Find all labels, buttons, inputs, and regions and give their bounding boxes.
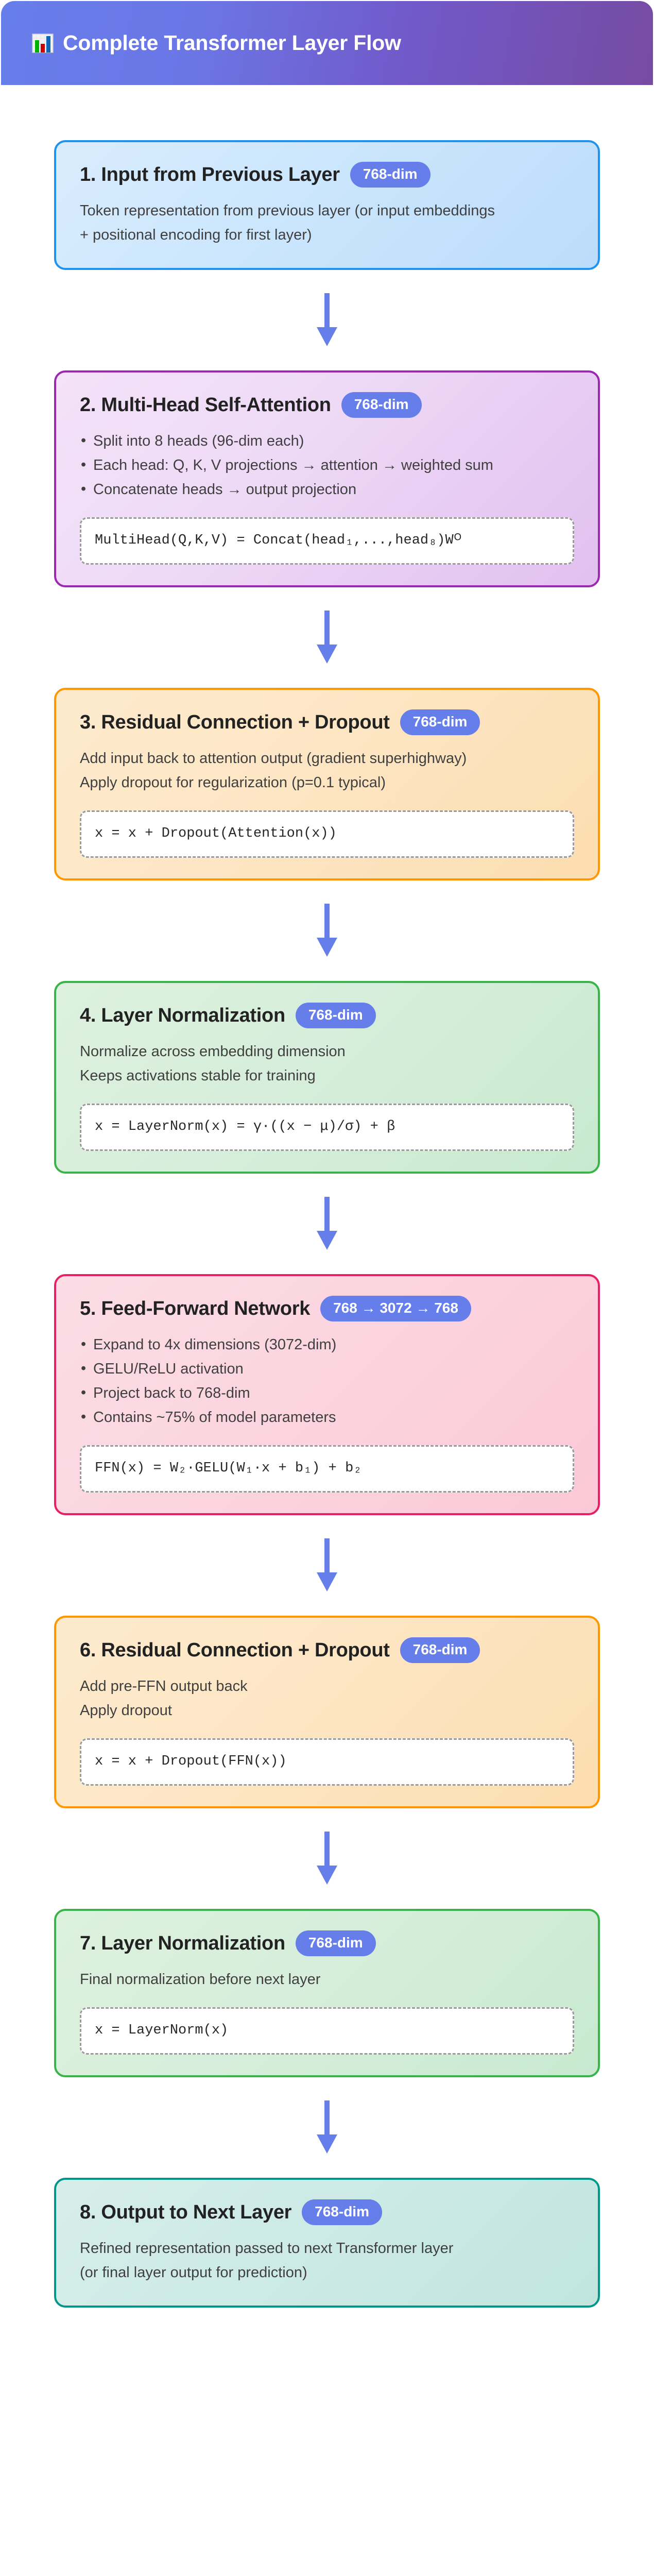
description-line: Normalize across embedding dimension [80,1043,346,1060]
formula-box: MultiHead(Q,K,V) = Concat(head₁,...,head… [80,517,574,565]
card-header: 1. Input from Previous Layer 768-dim [80,162,574,188]
dimension-badge: 768-dim [341,392,422,418]
down-arrow-icon [317,1831,337,1885]
formula-box: x = x + Dropout(Attention(x)) [80,810,574,858]
card-title: 3. Residual Connection + Dropout [80,711,390,733]
down-arrow-icon [317,611,337,664]
card-description: Final normalization before next layer [80,1968,574,1992]
bullet-item: Each head: Q, K, V projections → attenti… [80,453,574,478]
down-arrow-icon [317,293,337,347]
dimension-badge: 768-dim [302,2199,382,2225]
dimension-badge: 768-dim [400,709,480,736]
bullet-item: GELU/ReLU activation [80,1357,574,1381]
formula-box: x = LayerNorm(x) [80,2007,574,2055]
formula-box: x = LayerNorm(x) = γ·((x − μ)/σ) + β [80,1104,574,1151]
card-title: 6. Residual Connection + Dropout [80,1639,390,1661]
down-arrow-icon [317,903,337,957]
flow-step-card: 5. Feed-Forward Network 768 → 3072 → 768E… [54,1274,600,1515]
card-description: Token representation from previous layer… [80,199,574,247]
down-arrow-icon [317,1196,337,1250]
description-line: Add pre-FFN output back [80,1678,248,1694]
card-header: 4. Layer Normalization 768-dim [80,1002,574,1029]
dimension-badge: 768 → 3072 → 768 [320,1295,471,1322]
bullet-item: Split into 8 heads (96-dim each) [80,429,574,453]
formula-box: x = x + Dropout(FFN(x)) [80,1738,574,1786]
bar-chart-icon [32,33,54,53]
description-line: (or final layer output for prediction) [80,2264,307,2281]
bullet-item: Concatenate heads → output projection [80,477,574,502]
card-header: 8. Output to Next Layer 768-dim [80,2199,574,2225]
dimension-badge: 768-dim [295,1930,376,1956]
bullet-item: Expand to 4x dimensions (3072-dim) [80,1332,574,1357]
card-title: 2. Multi-Head Self-Attention [80,394,331,416]
bullet-item: Project back to 768-dim [80,1381,574,1405]
card-header: 7. Layer Normalization 768-dim [80,1930,574,1956]
card-title: 7. Layer Normalization [80,1932,285,1954]
card-title: 1. Input from Previous Layer [80,163,340,185]
card-header: 2. Multi-Head Self-Attention 768-dim [80,392,574,418]
card-title: 4. Layer Normalization [80,1004,285,1026]
card-description: Refined representation passed to next Tr… [80,2236,574,2285]
description-line: Apply dropout [80,1702,172,1719]
card-header: 5. Feed-Forward Network 768 → 3072 → 768 [80,1295,574,1322]
description-line: Add input back to attention output (grad… [80,750,467,767]
description-line: Token representation from previous layer… [80,202,495,219]
description-line: Refined representation passed to next Tr… [80,2240,454,2257]
card-bullet-list: Split into 8 heads (96-dim each)Each hea… [80,429,574,502]
page-header: Complete Transformer Layer Flow [1,1,653,85]
description-line: + positional encoding for first layer) [80,227,312,244]
card-header: 6. Residual Connection + Dropout 768-dim [80,1637,574,1663]
description-line: Keeps activations stable for training [80,1067,316,1084]
card-description: Add input back to attention output (grad… [80,747,574,795]
dimension-badge: 768-dim [400,1637,480,1663]
down-arrow-icon [317,2100,337,2154]
card-header: 3. Residual Connection + Dropout 768-dim [80,709,574,736]
flow-step-card: 2. Multi-Head Self-Attention 768-dimSplit… [54,370,600,588]
dimension-badge: 768-dim [295,1002,376,1029]
bullet-item: Contains ~75% of model parameters [80,1405,574,1430]
card-title: 5. Feed-Forward Network [80,1297,311,1319]
down-arrow-icon [317,1538,337,1591]
dimension-badge: 768-dim [350,162,431,188]
description-line: Final normalization before next layer [80,1971,321,1988]
formula-box: FFN(x) = W₂·GELU(W₁·x + b₁) + b₂ [80,1445,574,1493]
card-bullet-list: Expand to 4x dimensions (3072-dim)GELU/R… [80,1332,574,1430]
card-title: 8. Output to Next Layer [80,2201,292,2223]
description-line: Apply dropout for regularization (p=0.1 … [80,774,386,791]
page-title: Complete Transformer Layer Flow [63,31,401,55]
